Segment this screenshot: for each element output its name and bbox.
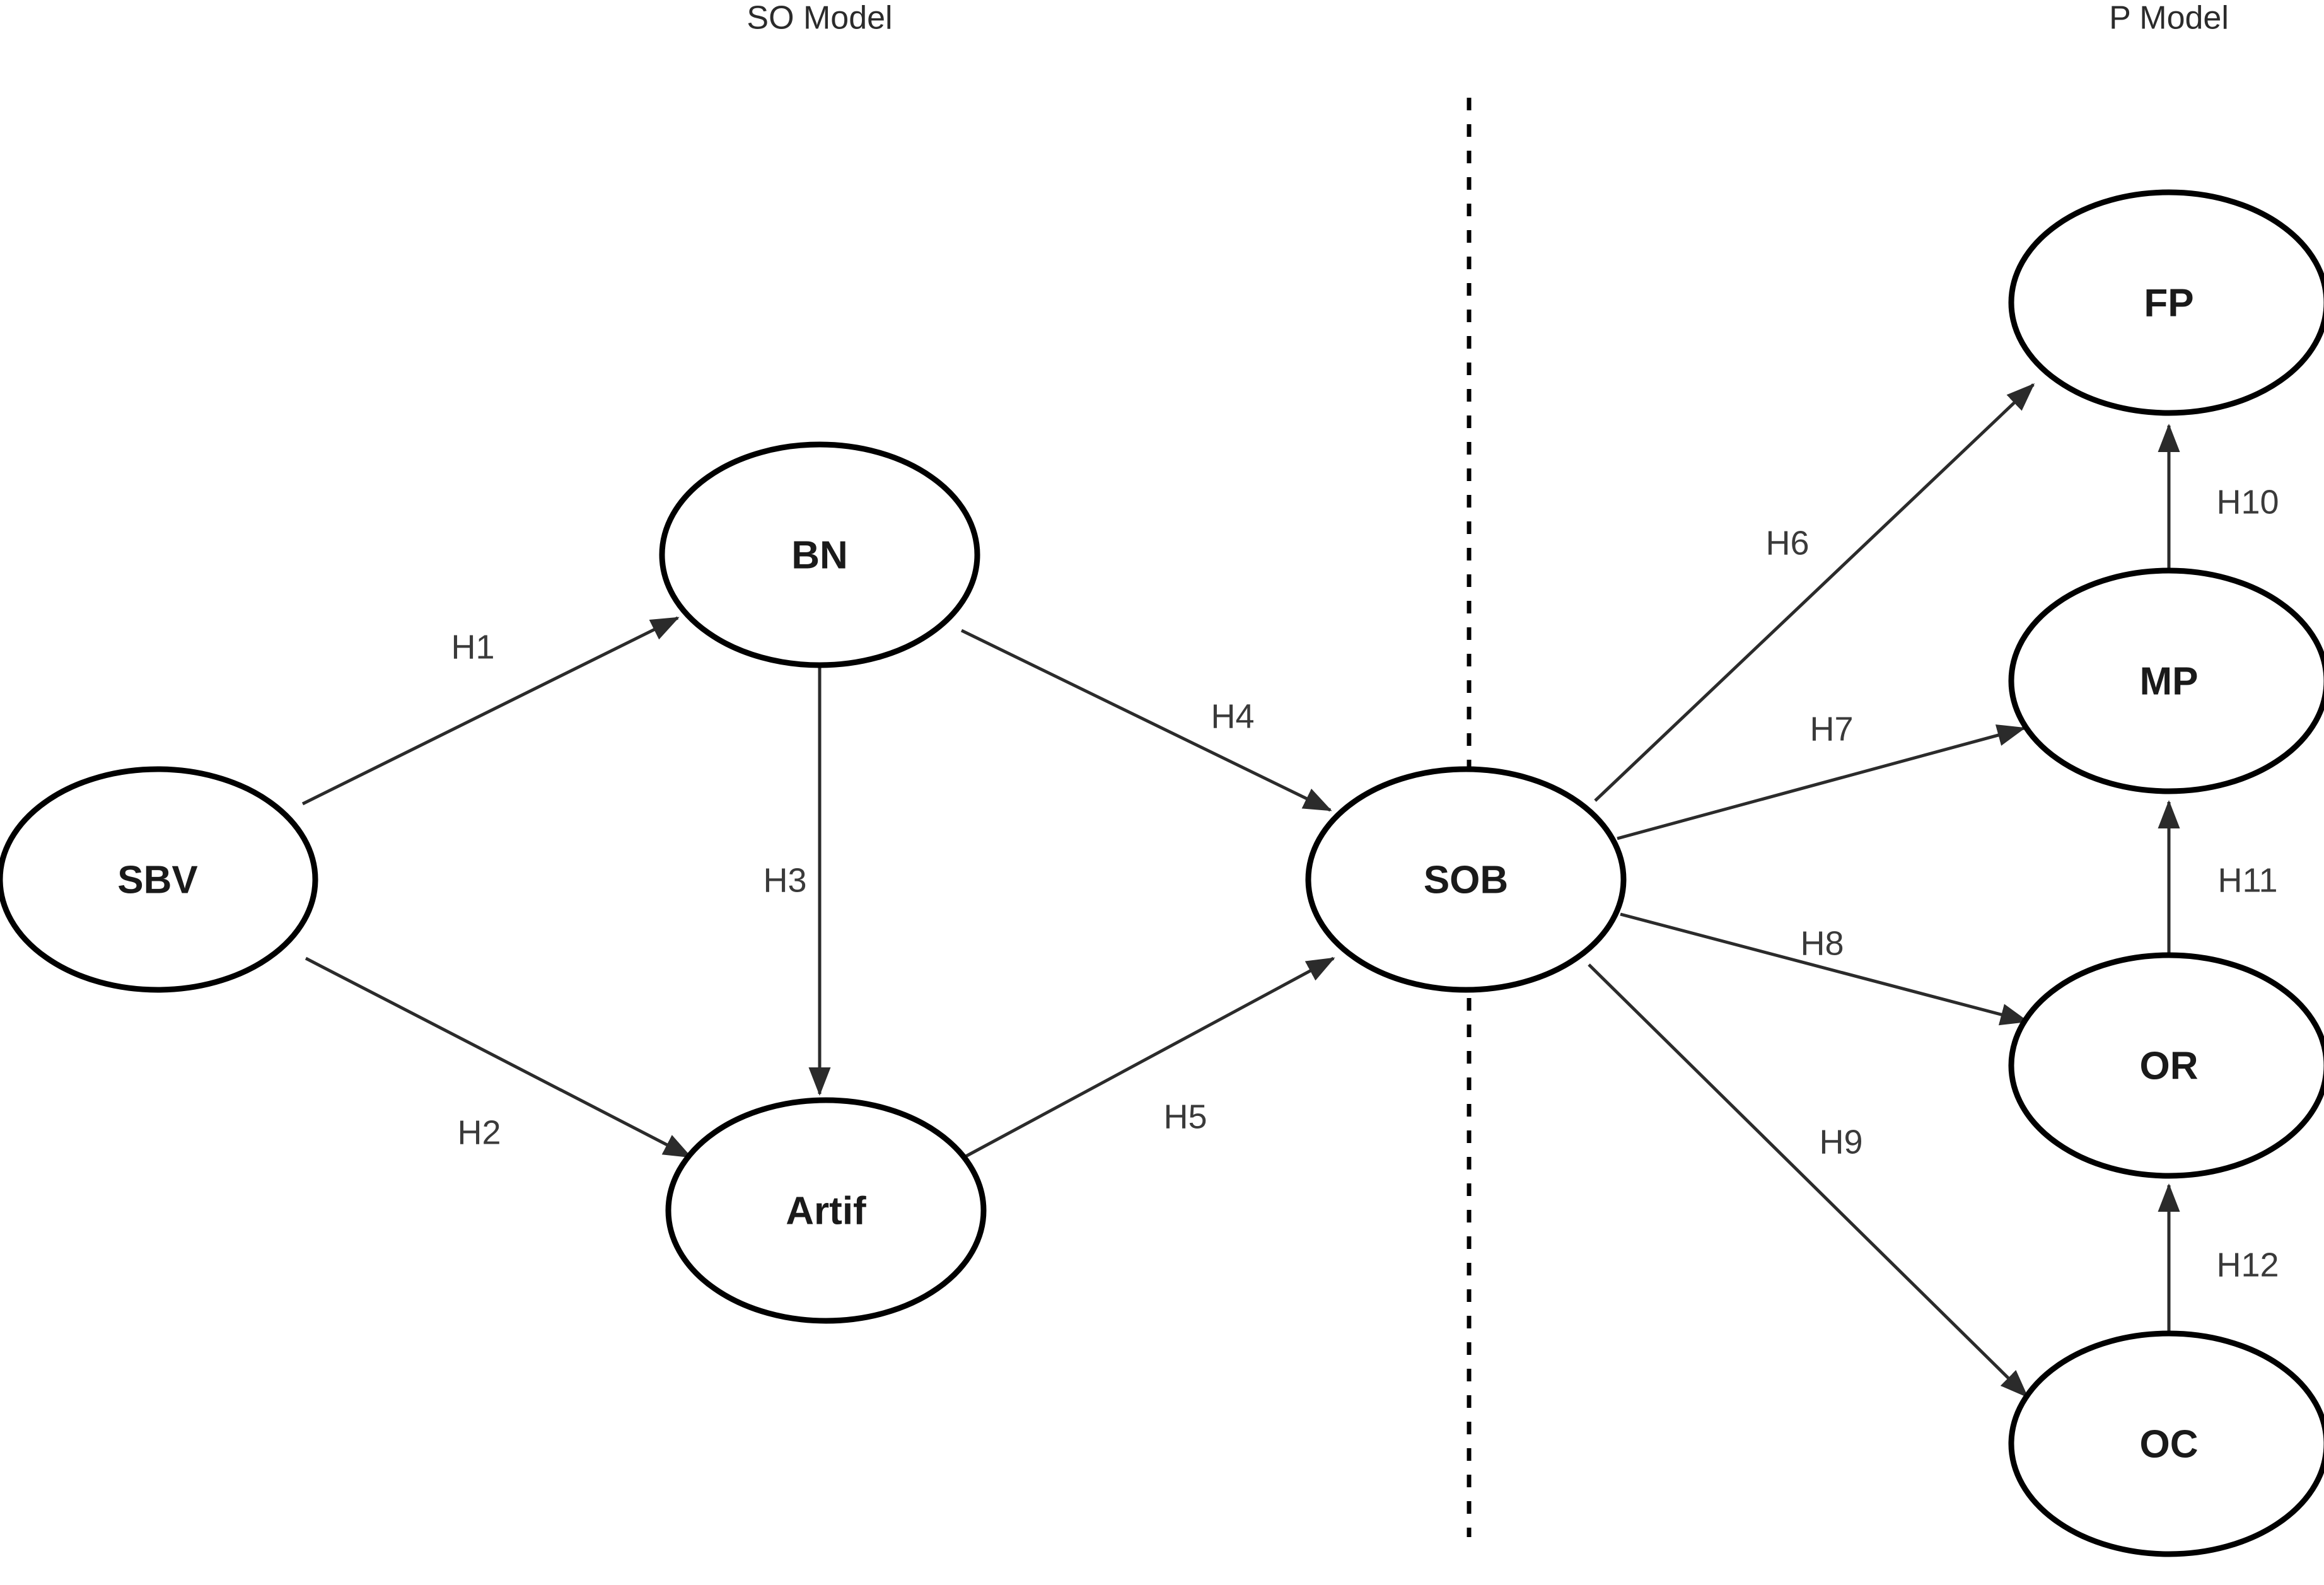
edge-h7-line <box>1617 724 2026 840</box>
node-artif[interactable]: Artif <box>665 1097 987 1324</box>
edge-label-h10: H10 <box>2216 483 2279 521</box>
edge-h4-line <box>960 629 1332 812</box>
node-bn-label: BN <box>791 533 848 577</box>
node-or-ellipse <box>2008 952 2324 1179</box>
node-sob[interactable]: SOB <box>1305 766 1627 993</box>
node-oc-label: OC <box>2140 1422 2199 1466</box>
edge-label-h12: H12 <box>2216 1246 2279 1284</box>
edge-label-h8: H8 <box>1800 924 1844 962</box>
edge-label-h11: H11 <box>2217 861 2277 899</box>
node-fp-ellipse <box>2008 189 2324 416</box>
node-mp[interactable]: MP <box>2008 567 2324 794</box>
edge-h8-line <box>1620 912 2029 1026</box>
node-fp-label: FP <box>2144 281 2193 325</box>
section-title-p-model: P Model <box>2109 0 2229 37</box>
node-bn-ellipse <box>659 441 980 668</box>
node-artif-ellipse <box>665 1097 987 1324</box>
node-mp-ellipse <box>2008 567 2324 794</box>
edge-h2-line <box>305 956 692 1159</box>
edge-label-h4: H4 <box>1211 697 1254 735</box>
node-fp[interactable]: FP <box>2008 189 2324 416</box>
edge-h5-line <box>963 956 1335 1159</box>
edge-label-h7: H7 <box>1810 710 1853 748</box>
node-or-label: OR <box>2140 1044 2199 1088</box>
edge-h6-line <box>1594 383 2035 802</box>
node-oc-ellipse <box>2008 1330 2324 1557</box>
node-oc[interactable]: OC <box>2008 1330 2324 1557</box>
node-or[interactable]: OR <box>2008 952 2324 1179</box>
edge-h9-line <box>1588 963 2029 1398</box>
node-sbv-label: SBV <box>117 858 197 902</box>
edge-label-h6: H6 <box>1765 524 1809 562</box>
edge-label-h9: H9 <box>1819 1123 1862 1161</box>
node-sbv[interactable]: SBV <box>0 766 318 993</box>
node-bn[interactable]: BN <box>659 441 980 668</box>
node-sob-label: SOB <box>1424 858 1508 902</box>
edge-label-h1: H1 <box>451 628 494 666</box>
node-sbv-ellipse <box>0 766 318 993</box>
edge-h1-line <box>301 616 680 806</box>
edge-label-h5: H5 <box>1163 1098 1207 1135</box>
edge-label-h3: H3 <box>763 861 806 899</box>
node-mp-label: MP <box>2140 659 2199 703</box>
node-sob-ellipse <box>1305 766 1627 993</box>
edge-label-h2: H2 <box>457 1113 501 1151</box>
node-artif-label: Artif <box>786 1189 866 1233</box>
section-title-so-model: SO Model <box>747 0 892 37</box>
